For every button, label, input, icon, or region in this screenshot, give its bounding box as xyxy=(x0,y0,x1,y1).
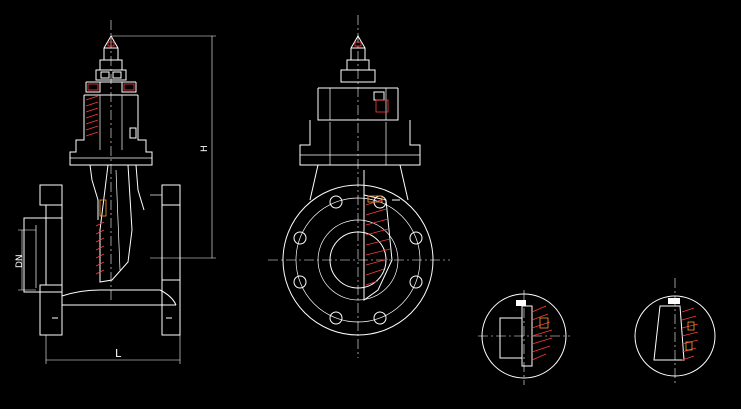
detail-a-hatch xyxy=(531,305,553,361)
height-dimension: H xyxy=(111,35,216,259)
wedge-seal-hatch xyxy=(95,199,107,275)
detail-view-a xyxy=(478,290,570,385)
wedge-half-hatch xyxy=(365,195,391,286)
length-dim-label: L xyxy=(115,347,122,360)
detail-b-hatch xyxy=(681,307,699,361)
side-section-view: H DN L xyxy=(15,20,216,364)
front-half-section-view xyxy=(268,15,450,358)
detail-view-b xyxy=(634,278,716,384)
diameter-dim-label: DN xyxy=(15,254,25,268)
diameter-dimension: DN xyxy=(15,229,36,291)
length-dimension: L xyxy=(45,335,181,364)
height-dim-label: H xyxy=(200,145,210,152)
bonnet-hatch xyxy=(85,95,99,137)
